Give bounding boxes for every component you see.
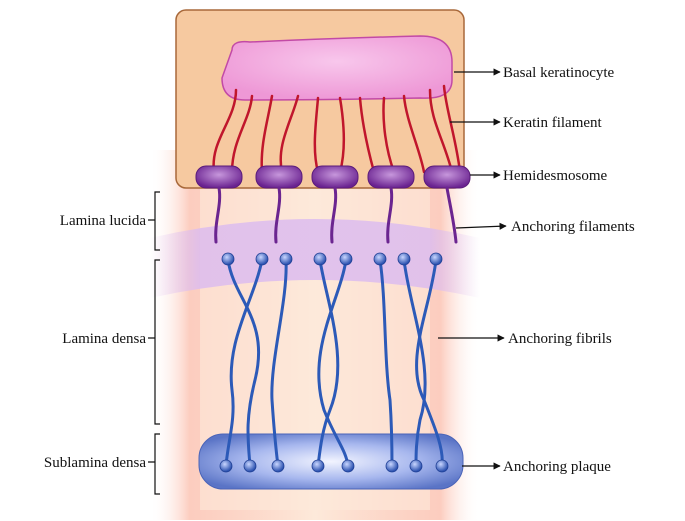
layer-braces	[148, 191, 160, 495]
label-anchoring-fibrils: Anchoring fibrils	[508, 331, 612, 347]
label-sublamina-densa: Sublamina densa	[44, 455, 146, 471]
anchoring-fibrils	[224, 258, 444, 468]
label-basal-keratinocyte: Basal keratinocyte	[503, 65, 615, 81]
fibril-top-beads	[221, 252, 443, 266]
fibril-bottom-beads	[219, 459, 449, 473]
label-anchoring-filaments: Anchoring filaments	[511, 219, 635, 235]
anchoring-filaments	[214, 186, 458, 244]
label-lamina-densa: Lamina densa	[62, 331, 146, 347]
label-hemidesmosome: Hemidesmosome	[503, 168, 607, 184]
label-anchoring-plaque: Anchoring plaque	[503, 459, 611, 475]
label-keratin-filament: Keratin filament	[503, 115, 603, 131]
label-arrows	[438, 68, 507, 470]
label-lamina-lucida: Lamina lucida	[60, 213, 147, 229]
hemidesmosomes	[195, 165, 471, 189]
nucleus	[221, 35, 453, 101]
anchoring-plaque-shape	[198, 433, 464, 490]
